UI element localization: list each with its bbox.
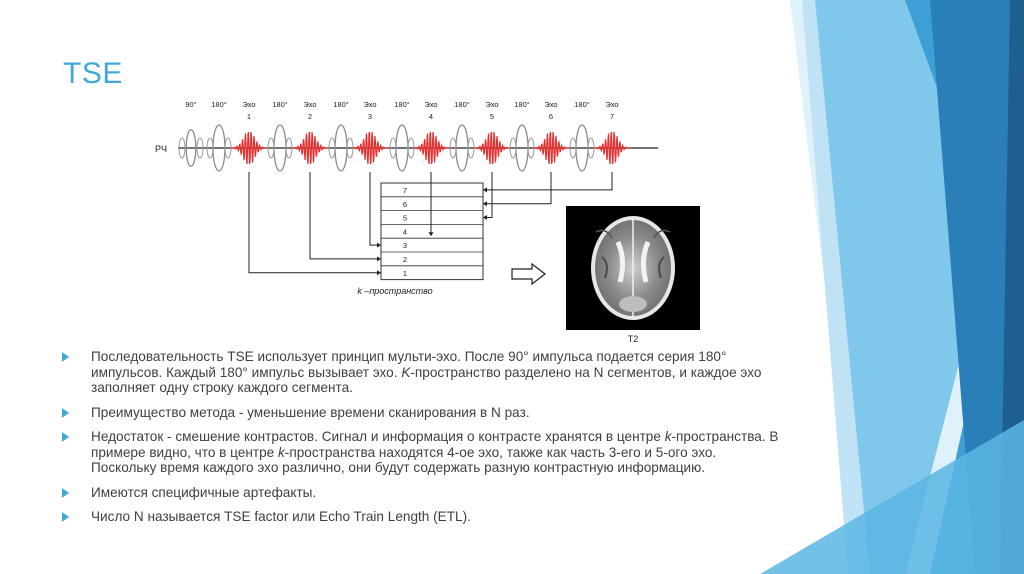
hollow-arrow-icon bbox=[511, 262, 546, 286]
pulse-label: Эхо bbox=[485, 100, 498, 109]
bullet-arrow-icon bbox=[62, 407, 69, 418]
echo-signal bbox=[231, 131, 267, 165]
kspace-row-label: 7 bbox=[403, 186, 407, 195]
kspace-table: 7 6 5 4 3 2 1 bbox=[380, 182, 484, 281]
kspace-label: k –пространство bbox=[357, 286, 432, 296]
connector-line bbox=[309, 172, 381, 260]
kspace-grid bbox=[380, 182, 484, 281]
pulse-label: 180° bbox=[333, 100, 349, 109]
tse-sequence-diagram: 90° 180° Эхо 180° Эхо 180° Эхо 180° Эхо 180° Эхо 18… bbox=[155, 100, 700, 342]
rf-pulse-sidelobe bbox=[267, 137, 275, 159]
echo-numbers: 1 2 3 4 5 6 7 bbox=[247, 112, 614, 121]
bullet-arrow-icon bbox=[62, 352, 69, 362]
echo-signals bbox=[231, 131, 630, 165]
echo-signal bbox=[533, 131, 569, 165]
bullet-text: Недостаток - смешение контрастов. Сигнал… bbox=[91, 429, 665, 444]
bullet-text: -пространство разделено на N сегментов, … bbox=[91, 364, 762, 396]
connector-arrowhead bbox=[483, 187, 487, 193]
kspace-row-label: 1 bbox=[403, 269, 407, 278]
echo-signal bbox=[474, 131, 510, 165]
rf-pulse-sidelobe bbox=[196, 137, 204, 159]
bullet-text: Имеются специфичные артефакты. bbox=[91, 484, 317, 500]
rf-label: РЧ bbox=[155, 144, 167, 154]
connector-line bbox=[248, 172, 381, 274]
deco-panel-bottom bbox=[760, 420, 1024, 574]
pulse-label: 180° bbox=[574, 100, 590, 109]
kspace-row-label: 6 bbox=[403, 200, 407, 209]
pulse-label: Эхо bbox=[605, 100, 618, 109]
echo-number: 6 bbox=[549, 112, 553, 121]
connector-arrowhead bbox=[483, 215, 487, 220]
bullet-text: K bbox=[401, 364, 411, 380]
connector-line bbox=[483, 172, 613, 191]
rf-pulse bbox=[185, 128, 197, 168]
rf-pulse-sidelobe bbox=[206, 137, 214, 159]
image-label: T2 bbox=[628, 334, 639, 342]
rf-pulse-sidelobe bbox=[449, 137, 457, 159]
echo-number: 2 bbox=[308, 112, 312, 121]
kspace-row-label: 5 bbox=[403, 214, 407, 223]
echo-number: 1 bbox=[247, 112, 251, 121]
rf-pulse-sidelobe bbox=[178, 137, 186, 159]
bullet-item: Преимущество метода - уменьшение времени… bbox=[62, 405, 782, 421]
echo-signal bbox=[292, 131, 328, 165]
connector-arrowhead bbox=[483, 201, 487, 207]
rf-pulse-sidelobe bbox=[389, 137, 397, 159]
echo-number: 5 bbox=[490, 112, 494, 121]
bullet-text: -пространства находятся 4-ое эхо, также … bbox=[91, 444, 717, 476]
pulse-label: 180° bbox=[454, 100, 470, 109]
pulse-label: Эхо bbox=[424, 100, 437, 109]
kspace-row-label: 2 bbox=[403, 255, 407, 264]
bullet-arrow-icon bbox=[62, 487, 69, 498]
connector-line bbox=[483, 172, 552, 205]
kspace-row-label: 3 bbox=[403, 241, 407, 250]
bullet-arrow-icon bbox=[62, 432, 69, 442]
echo-signal bbox=[594, 131, 630, 165]
echo-signal bbox=[352, 131, 388, 165]
bullet-text: Преимущество метода - уменьшение времени… bbox=[91, 404, 530, 420]
pulse-label: 180° bbox=[394, 100, 410, 109]
pulse-labels: 90° 180° Эхо 180° Эхо 180° Эхо 180° Эхо 180° Эхо 18… bbox=[185, 100, 618, 109]
mri-brain-image bbox=[566, 206, 700, 330]
bullet-text: Число N называется TSE factor или Echo T… bbox=[91, 509, 471, 524]
echo-number: 4 bbox=[429, 112, 433, 121]
rf-pulse-sidelobe bbox=[328, 137, 336, 159]
pulse-label: Эхо bbox=[363, 100, 376, 109]
slide-title: TSE bbox=[63, 57, 123, 90]
bullet-list: Последовательность TSE использует принци… bbox=[62, 349, 782, 534]
rf-pulse-sidelobe bbox=[569, 137, 577, 159]
connector-arrowhead bbox=[377, 256, 381, 262]
connector-arrowhead bbox=[377, 270, 381, 276]
deco-panel-dark bbox=[930, 0, 1024, 574]
echo-connector-lines bbox=[248, 172, 613, 276]
bullet-item: Число N называется TSE factor или Echo T… bbox=[62, 509, 782, 525]
pulse-label: 180° bbox=[272, 100, 288, 109]
bullet-item: Недостаток - смешение контрастов. Сигнал… bbox=[62, 429, 782, 476]
pulse-label: 180° bbox=[211, 100, 227, 109]
pulse-label: 180° bbox=[514, 100, 530, 109]
bullet-arrow-icon bbox=[62, 512, 69, 522]
bullet-text: k bbox=[278, 444, 285, 460]
bullet-item: Имеются специфичные артефакты. bbox=[62, 485, 782, 501]
bullet-text: k bbox=[664, 429, 672, 444]
echo-number: 3 bbox=[368, 112, 372, 121]
connector-arrowhead bbox=[377, 242, 381, 248]
pulse-label: Эхо bbox=[544, 100, 557, 109]
connector-arrowhead bbox=[428, 232, 434, 237]
bullet-text: -пространства. В примере видно, что в це… bbox=[91, 429, 779, 460]
connector-line bbox=[483, 172, 493, 218]
pulse-label: Эхо bbox=[242, 100, 255, 109]
pulse-label: Эхо bbox=[303, 100, 316, 109]
pulse-label: 90° bbox=[185, 100, 196, 109]
rf-pulses bbox=[178, 124, 595, 172]
echo-number: 7 bbox=[610, 112, 614, 121]
bullet-item: Последовательность TSE использует принци… bbox=[62, 349, 782, 396]
kspace-row-label: 4 bbox=[403, 227, 407, 236]
bullet-text: Последовательность TSE использует принци… bbox=[91, 349, 727, 380]
connector-line bbox=[369, 172, 381, 246]
echo-signal bbox=[413, 131, 449, 165]
